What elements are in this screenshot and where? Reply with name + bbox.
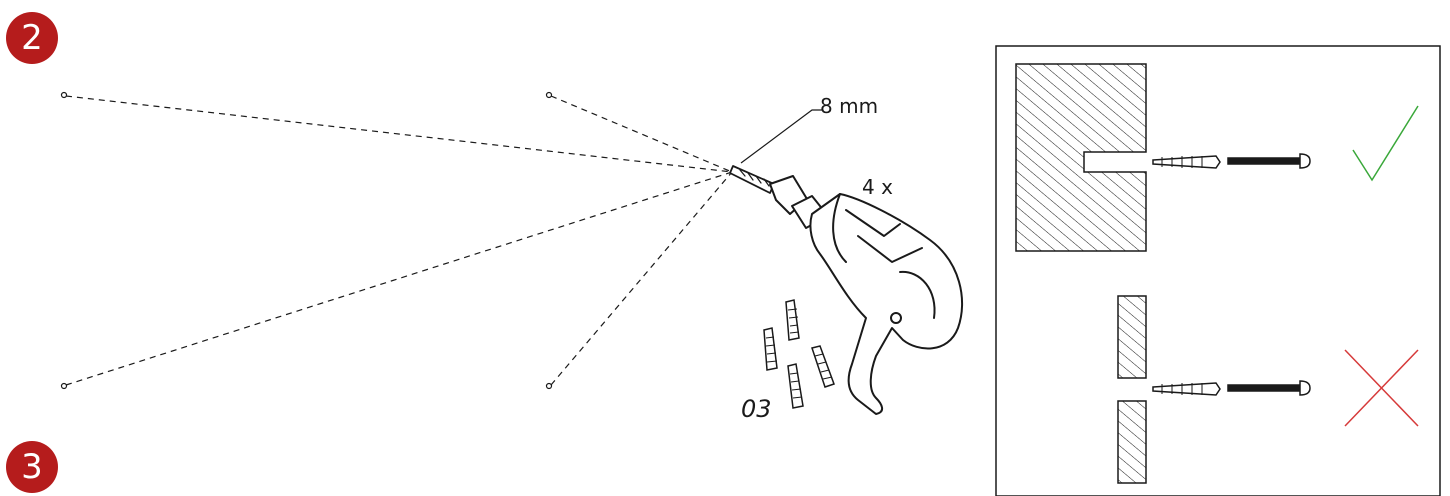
hole-marks (60, 91, 553, 390)
drill-guide-lines (65, 95, 733, 386)
guide-line-bottom-right (550, 171, 733, 386)
bit-size-label: 8 mm (820, 94, 878, 118)
step-2-badge: 2 (6, 12, 58, 64)
guide-line-top-left (65, 95, 733, 173)
hole-mark (60, 91, 68, 99)
hole-mark (545, 91, 553, 99)
solid-wall-section (1015, 63, 1147, 252)
step-3-badge: 3 (6, 441, 58, 493)
cross-icon (1344, 349, 1419, 427)
hollow-wall-lower (1117, 400, 1147, 484)
hole-mark (545, 382, 553, 390)
anchor-and-screw-solid (1152, 153, 1311, 169)
hole-mark (60, 382, 68, 390)
wall-anchors (763, 299, 835, 409)
bit-size-leader (740, 109, 822, 164)
hollow-wall-example (1117, 295, 1147, 484)
drill-body (809, 193, 964, 415)
screw (1227, 384, 1301, 392)
anchor-plug (1152, 382, 1221, 396)
anchor-and-screw-hollow (1152, 380, 1311, 396)
anchor-plug (1152, 155, 1221, 169)
check-icon (1352, 105, 1419, 182)
wall-anchor (787, 363, 804, 409)
hollow-wall-upper (1117, 295, 1147, 379)
screw (1227, 157, 1301, 165)
trigger-button (890, 312, 902, 324)
drill-illustration (729, 165, 964, 415)
wall-anchor (811, 345, 835, 388)
wall-anchor (785, 299, 800, 341)
guide-line-bottom-left (65, 171, 733, 386)
wall-anchor (763, 327, 778, 371)
quantity-label: 4 x (862, 175, 893, 199)
guide-line-top-right (550, 95, 733, 173)
anchor-part-code: 03 (741, 395, 772, 423)
solid-wall-example (1015, 63, 1147, 252)
